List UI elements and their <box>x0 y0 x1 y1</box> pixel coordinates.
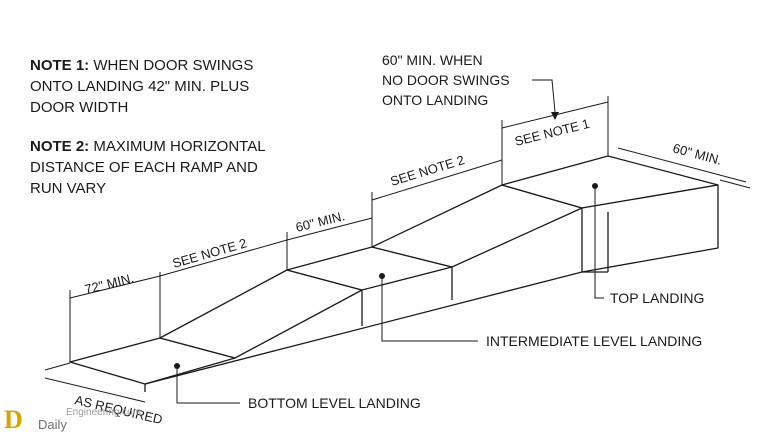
top-no-door-line-1: 60" MIN. WHEN <box>382 52 483 68</box>
leader-intermediate-dot <box>379 273 385 279</box>
label-bottom-landing: BOTTOM LEVEL LANDING <box>248 395 421 411</box>
top-note-arrowhead <box>551 112 559 120</box>
top-note-leader <box>532 79 556 113</box>
note-1-text: WHEN DOOR SWINGS ONTO LANDING 42" MIN. P… <box>30 57 254 116</box>
label-intermediate-landing: INTERMEDIATE LEVEL LANDING <box>486 333 702 349</box>
dim-72-line <box>69 275 161 299</box>
dim-as-required-ext <box>44 362 71 371</box>
dim-note2a-line <box>159 239 288 277</box>
dim-as-required-line <box>44 377 146 403</box>
top-landing-no-door-note: 60" MIN. WHEN NO DOOR SWINGS ONTO LANDIN… <box>382 50 510 110</box>
dim-note1-text: SEE NOTE 1 <box>513 116 591 149</box>
leader-top-landing-dot <box>592 183 598 189</box>
watermark-site: Engineering.com <box>66 407 142 418</box>
top-landing-front-face <box>581 184 719 273</box>
leader-top-landing <box>594 186 604 299</box>
watermark-logo: D <box>4 405 23 434</box>
note-2-label: NOTE 2: <box>30 138 90 155</box>
dim-72-text: 72" MIN. <box>83 270 135 297</box>
label-top-landing: TOP LANDING <box>610 290 704 306</box>
dim-60-line <box>286 217 373 241</box>
dim-60-depth-line <box>617 147 747 183</box>
dim-note2b-line <box>371 159 503 201</box>
leader-bottom-dot <box>174 363 180 369</box>
leader-intermediate <box>381 276 478 342</box>
dim-note2a-text: SEE NOTE 2 <box>171 235 249 271</box>
ramp-1-surface <box>159 269 363 359</box>
watermark: D Daily Engineering.com <box>4 405 141 435</box>
dim-60-depth-ext <box>719 179 751 189</box>
structure-base-line <box>144 271 583 385</box>
top-no-door-line-2: NO DOOR SWINGS <box>382 72 510 88</box>
note-2-text: MAXIMUM HORIZONTAL DISTANCE OF EACH RAMP… <box>30 138 266 197</box>
watermark-brand: Daily <box>38 417 67 432</box>
note-1-label: NOTE 1: <box>30 57 90 74</box>
leader-bottom <box>176 366 240 404</box>
note-1: NOTE 1: WHEN DOOR SWINGS ONTO LANDING 42… <box>30 55 280 118</box>
note-2: NOTE 2: MAXIMUM HORIZONTAL DISTANCE OF E… <box>30 136 280 199</box>
top-no-door-line-3: ONTO LANDING <box>382 92 489 108</box>
